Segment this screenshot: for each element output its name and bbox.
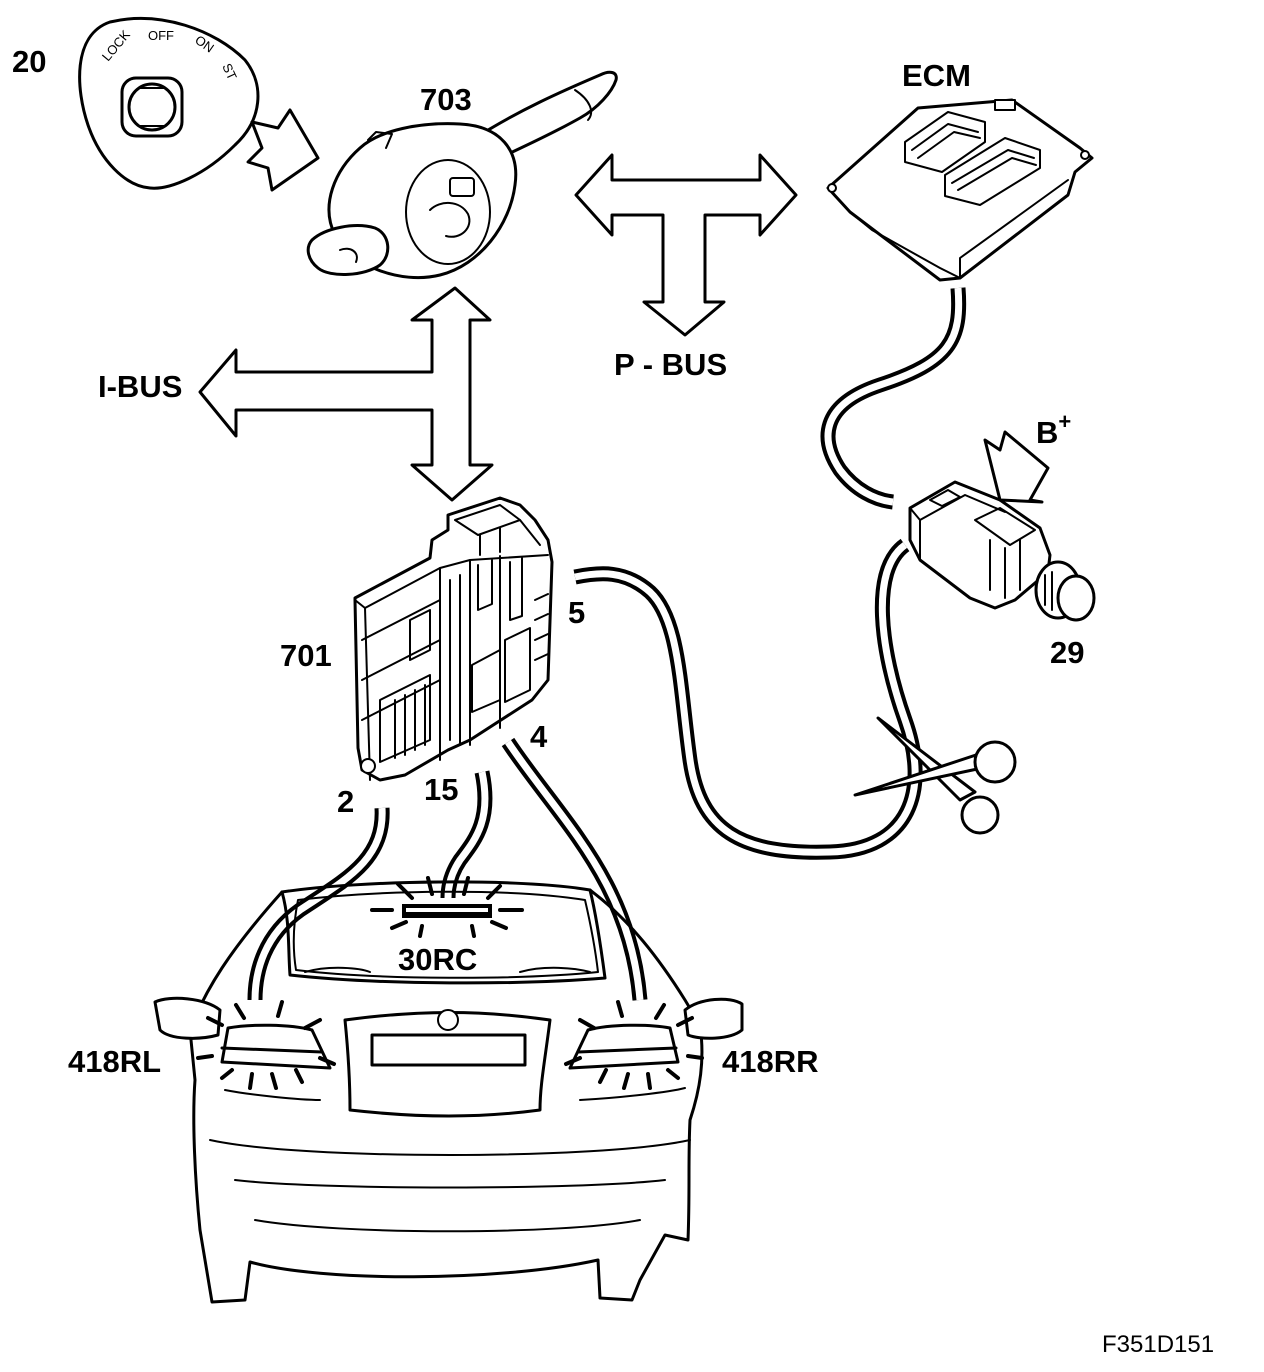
- label-29: 29: [1050, 635, 1084, 670]
- ignition-switch: LOCK OFF ON ST: [78, 17, 260, 190]
- tail-light-left: [220, 1023, 332, 1070]
- label-20: 20: [12, 44, 46, 79]
- stalk-lever: [478, 70, 618, 160]
- label-pin-4: 4: [530, 719, 548, 754]
- figure-reference: F351D151: [1102, 1331, 1214, 1358]
- label-418rr: 418RR: [722, 1044, 819, 1079]
- wire-ecm-to-brake-switch: [820, 287, 967, 510]
- label-30rc: 30RC: [398, 942, 477, 977]
- cem-housing: [353, 496, 554, 782]
- p-bus-arrow: [574, 153, 798, 337]
- i-bus-arrow: [198, 286, 494, 502]
- label-p-bus: P - BUS: [614, 347, 727, 382]
- wire-brake-switch-to-pin-5: [573, 538, 923, 860]
- wire-pin-4-to-418rr: [501, 737, 648, 1001]
- brake-switch-body: [908, 480, 1052, 610]
- rear-window: [292, 890, 599, 979]
- arrow-ignition-to-703: [246, 108, 320, 192]
- label-pin-5: 5: [568, 595, 585, 630]
- ecm-unit: [826, 98, 1094, 282]
- wire-pin-2-to-418rl: [247, 807, 390, 1001]
- switch-position-st: ST: [219, 61, 240, 82]
- brake-light-switch: [908, 480, 1096, 622]
- tail-light-right: [568, 1023, 680, 1070]
- label-pin-2: 2: [337, 784, 354, 819]
- label-ecm: ECM: [902, 58, 971, 93]
- scissors-icon: [853, 716, 1017, 835]
- trunk-lid: [343, 1011, 552, 1118]
- brand-emblem-icon: [437, 1009, 459, 1031]
- license-plate: [370, 1033, 527, 1067]
- label-418rl: 418RL: [68, 1044, 161, 1079]
- light-rays: [196, 876, 704, 1090]
- car-rear-view: [153, 880, 744, 1304]
- label-pin-15: 15: [424, 772, 458, 807]
- key-cylinder-icon: [120, 76, 184, 138]
- wiring-harness: [247, 287, 967, 1001]
- switch-position-off: OFF: [148, 28, 174, 43]
- steering-wheel-module: [306, 70, 618, 280]
- battery-supply-arrow: [983, 430, 1050, 504]
- ecm-connector-right: [944, 137, 1041, 206]
- control-stalk-knob: [306, 224, 390, 276]
- label-701: 701: [280, 638, 332, 673]
- label-i-bus: I-BUS: [98, 369, 182, 404]
- right-mirror: [683, 997, 744, 1040]
- ecm-connector-left: [904, 111, 986, 173]
- label-battery: B+: [1036, 409, 1071, 450]
- label-703: 703: [420, 82, 472, 117]
- central-electronic-module: [353, 496, 554, 782]
